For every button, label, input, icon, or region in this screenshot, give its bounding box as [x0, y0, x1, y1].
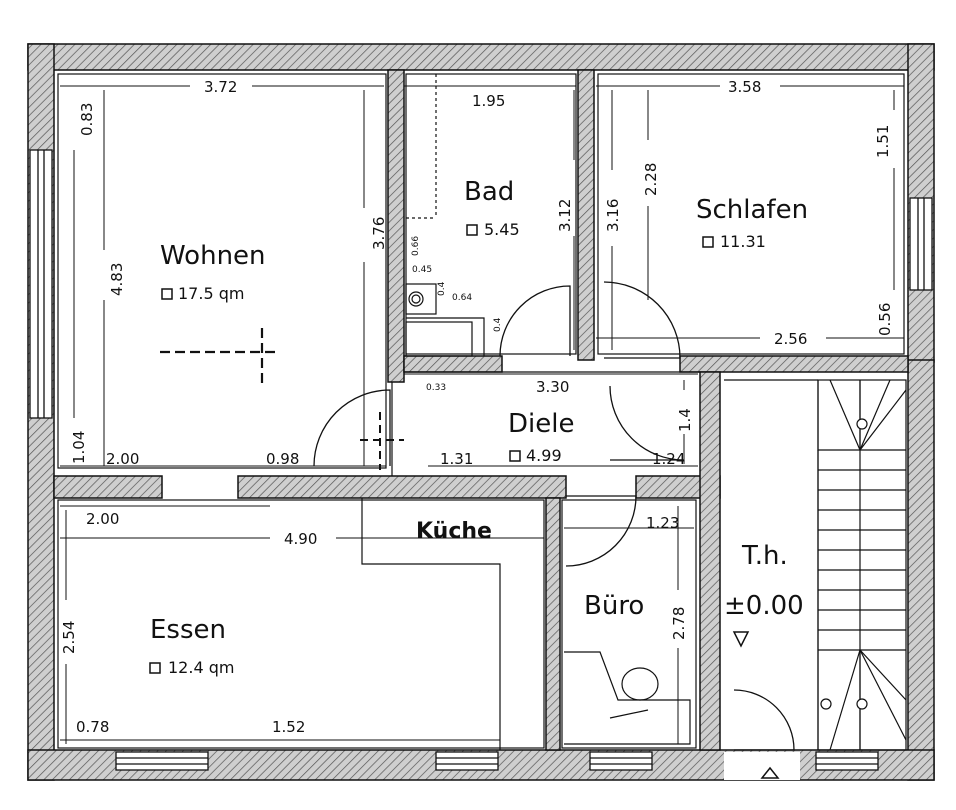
window-essen-right	[435, 751, 499, 771]
wall-outer-right-lower	[907, 359, 935, 781]
dim-diele-bottom-mid: 1.31	[440, 450, 473, 468]
room-area-wohnen: 17.5 qm	[178, 284, 244, 303]
dim-wohnen-bottom-left: 2.00	[106, 450, 139, 468]
wall-wohnen-essen-centre	[237, 475, 567, 499]
dim-essen-width: 4.90	[284, 530, 317, 548]
dim-wohnen-right: 3.76	[370, 217, 388, 250]
room-area-bad: 5.45	[484, 220, 520, 239]
dim-wohnen-height: 4.83	[108, 263, 126, 296]
door-diele-right	[609, 385, 685, 461]
window-treppe	[815, 751, 879, 771]
window-schlafen	[909, 197, 933, 291]
dim-bad-wc-66: 0.66	[411, 236, 421, 256]
dim-essen-bottom-mid: 1.52	[272, 718, 305, 736]
window-buero	[589, 751, 653, 771]
room-name-kueche: Küche	[416, 519, 492, 544]
dim-schlafen-right-top: 1.51	[874, 125, 892, 158]
interior-lines	[57, 73, 907, 751]
window-wohnen	[29, 149, 53, 419]
dim-buero-height: 2.78	[670, 607, 688, 640]
room-name-treppenhaus: T.h.	[741, 541, 788, 571]
windows	[29, 149, 933, 771]
wall-bad-bottom	[403, 355, 503, 373]
dim-essen-bottom-left: 0.78	[76, 718, 109, 736]
dim-essen-height: 2.54	[60, 621, 78, 654]
door-schlafen	[603, 281, 681, 359]
wall-schlafen-bottom	[679, 355, 909, 373]
dim-diele-width: 3.30	[536, 378, 569, 396]
wall-wohnen-bad	[387, 69, 405, 383]
window-essen-left	[115, 751, 209, 771]
dim-essen-top-left: 2.00	[86, 510, 119, 528]
room-name-schlafen: Schlafen	[696, 195, 808, 225]
door-wohnen	[313, 389, 391, 467]
wall-buero-treppe	[699, 371, 721, 751]
dim-schlafen-right-bottom: 0.56	[876, 303, 894, 336]
dim-wohnen-upper-wall: 0.83	[78, 103, 96, 136]
dim-wohnen-width: 3.72	[204, 78, 237, 96]
dim-buero-width: 1.23	[646, 514, 679, 532]
room-name-diele: Diele	[508, 409, 574, 439]
room-name-wohnen: Wohnen	[160, 241, 266, 271]
dim-schlafen-left: 3.16	[604, 199, 622, 232]
walls	[27, 43, 935, 781]
wohnen-marker	[160, 328, 276, 384]
dim-diele-small: 0.33	[426, 383, 446, 393]
dim-diele-bottom-right: 1.24	[652, 450, 685, 468]
wall-outer-top	[27, 43, 935, 71]
door-bad	[499, 285, 571, 357]
room-name-bad: Bad	[464, 177, 514, 207]
dim-diele-height: 1.4	[676, 408, 694, 432]
room-area-essen: 12.4 qm	[168, 658, 234, 677]
stair	[818, 379, 907, 751]
dim-bad-height: 3.12	[556, 199, 574, 232]
dim-bad-wc-64: 0.64	[452, 293, 472, 303]
dim-wohnen-bottom-door: 0.98	[266, 450, 299, 468]
door-buero	[565, 495, 637, 567]
dim-bad-wc-45: 0.45	[412, 265, 432, 275]
level-marker: ±0.00	[724, 591, 804, 621]
room-name-buero: Büro	[584, 591, 644, 621]
doors	[313, 281, 795, 751]
dim-schlafen-inner: 2.28	[642, 163, 660, 196]
door-entrance	[733, 689, 795, 751]
entrance-arrow-icon	[760, 766, 780, 779]
dim-bad-width: 1.95	[472, 92, 505, 110]
dim-bad-wc-4b: 0.4	[493, 317, 503, 332]
level-triangle-icon	[732, 631, 750, 648]
room-area-schlafen: 11.31	[720, 232, 766, 251]
room-name-essen: Essen	[150, 615, 226, 645]
wall-bad-schlafen	[577, 69, 595, 361]
dim-wohnen-lower-wall: 1.04	[70, 431, 88, 464]
dim-bad-wc-4a: 0.4	[437, 281, 447, 296]
dim-schlafen-bottom: 2.56	[774, 330, 807, 348]
dim-schlafen-width: 3.58	[728, 78, 761, 96]
wall-wohnen-essen-left	[53, 475, 163, 499]
wall-kueche-buero	[545, 497, 561, 751]
dimension-lines	[60, 85, 904, 744]
room-area-diele: 4.99	[526, 446, 562, 465]
